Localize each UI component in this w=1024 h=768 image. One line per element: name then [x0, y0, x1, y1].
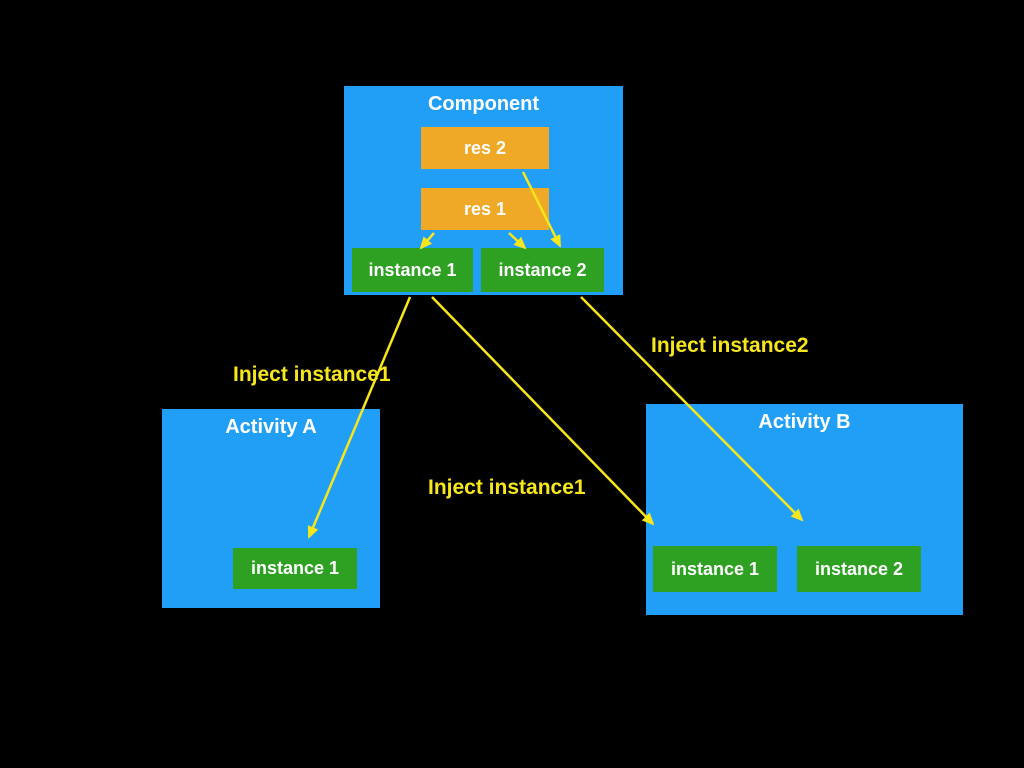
component-instance2-box: instance 2: [481, 248, 604, 292]
activity-b-instance2-box: instance 2: [797, 546, 921, 592]
component-panel: Component res 2 res 1 instance 1 instanc…: [344, 86, 623, 295]
activity-a-instance1-box: instance 1: [233, 548, 357, 589]
activity-b-instance1-box: instance 1: [653, 546, 777, 592]
inject-instance2-label-right: Inject instance2: [651, 334, 809, 357]
inject-instance1-label-middle: Inject instance1: [428, 476, 586, 499]
component-instance1-box: instance 1: [352, 248, 473, 292]
component-res1-box: res 1: [421, 188, 549, 230]
activity-a-title: Activity A: [225, 416, 317, 438]
activity-a-panel: Activity A instance 1: [162, 409, 380, 608]
component-title: Component: [427, 93, 540, 115]
component-res2-box: res 2: [421, 127, 549, 169]
activity-b-panel: Activity B instance 1 instance 2: [646, 404, 963, 615]
inject-instance1-label-left: Inject instance1: [233, 363, 391, 386]
activity-b-title: Activity B: [758, 411, 851, 433]
